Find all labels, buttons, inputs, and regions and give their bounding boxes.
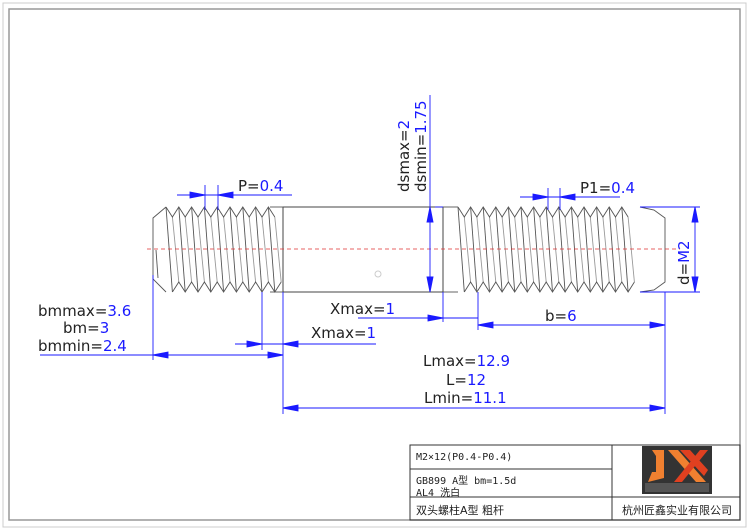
right-thread-root <box>489 216 497 283</box>
right-thread-root <box>501 216 509 283</box>
threads <box>152 206 666 293</box>
left-thread-root <box>235 216 244 283</box>
left-thread-flank <box>178 206 186 293</box>
left-thread-root <box>197 216 205 283</box>
l-dim: L=12 <box>446 371 486 389</box>
spec-text: M2×12(P0.4-P0.4) <box>416 452 513 463</box>
point-marker <box>374 270 382 278</box>
left-thread-flank <box>165 206 173 293</box>
left-thread-root <box>210 216 218 283</box>
right-thread-root <box>577 216 585 283</box>
lmin-dim: Lmin=11.1 <box>424 389 507 407</box>
xmax-lower-dim: Xmax=1 <box>311 324 376 342</box>
left-thread-flank <box>191 206 199 293</box>
title-block <box>409 444 741 521</box>
left-thread-root <box>223 216 231 283</box>
xmax-upper-dim: Xmax=1 <box>330 300 395 318</box>
left-thread-root <box>184 216 193 283</box>
right-thread-root <box>602 216 610 283</box>
standard-text: GB899 A型 bm=1.5d <box>416 476 517 487</box>
right-thread-flank <box>457 206 465 293</box>
b-dim: b=6 <box>545 307 577 325</box>
right-thread-crest-top <box>457 206 629 218</box>
right-thread-flank <box>482 206 490 293</box>
left-thread-root <box>274 216 282 283</box>
right-thread-flank <box>533 206 541 293</box>
pitch-left-dim: P=0.4 <box>238 177 283 195</box>
dsmax-dim: dsmax=2 <box>395 120 413 192</box>
left-thread-flank <box>242 206 250 293</box>
left-thread-root <box>171 216 180 283</box>
lmax-dim: Lmax=12.9 <box>423 352 510 370</box>
left-thread-flank <box>255 206 263 293</box>
shank <box>282 206 444 293</box>
right-thread-root <box>539 216 547 283</box>
right-thread-root <box>589 216 598 283</box>
left-thread-crest-bottom <box>172 281 282 293</box>
left-thread-flank <box>229 206 237 293</box>
left-thread-crest-top <box>165 206 276 218</box>
left-thread-flank <box>203 206 212 293</box>
dsmin-dim: dsmin=1.75 <box>412 100 430 192</box>
material-text: AL4 洗白 <box>416 488 461 499</box>
left-thread-flank <box>216 206 225 293</box>
right-thread-flank <box>570 206 579 293</box>
bmmin-dim: bmmin=2.4 <box>38 337 127 355</box>
stud-bolt <box>282 206 444 293</box>
left-end-arc <box>155 249 159 279</box>
left-thread-root <box>248 216 257 283</box>
right-thread-flank <box>596 206 604 293</box>
left-chamfer <box>152 206 167 293</box>
diameter-dim: d=M2 <box>675 240 693 285</box>
right-thread-flank <box>545 206 553 293</box>
right-thread-flank <box>507 206 516 293</box>
right-thread-flank <box>621 206 629 293</box>
outer-frame <box>8 8 741 521</box>
dimension-lines <box>40 95 700 414</box>
bm-dim: bm=3 <box>63 319 109 337</box>
company-name: 杭州匠鑫实业有限公司 <box>622 504 732 517</box>
right-thread-flank <box>558 206 566 293</box>
right-thread-flank <box>520 206 528 293</box>
right-thread-root <box>514 216 522 283</box>
right-thread-root <box>526 216 535 283</box>
right-thread-flank <box>583 206 591 293</box>
company-logo <box>642 446 712 494</box>
right-chamfer <box>639 206 666 293</box>
right-thread-root <box>552 216 560 283</box>
pitch-right-dim: P1=0.4 <box>580 179 635 197</box>
left-thread-flank <box>267 206 276 293</box>
right-thread-crest-bottom <box>463 281 635 293</box>
right-thread-flank <box>495 206 503 293</box>
right-thread-flank <box>608 206 616 293</box>
right-thread-root <box>564 216 572 283</box>
left-thread-root <box>261 216 269 283</box>
right-thread-root <box>476 216 484 283</box>
bmmax-dim: bmmax=3.6 <box>38 302 131 320</box>
right-thread-root <box>463 216 472 283</box>
right-thread-root <box>615 216 623 283</box>
right-thread-root <box>627 216 635 283</box>
right-thread-flank <box>470 206 478 293</box>
part-name-text: 双头螺柱A型 粗杆 <box>416 504 505 517</box>
